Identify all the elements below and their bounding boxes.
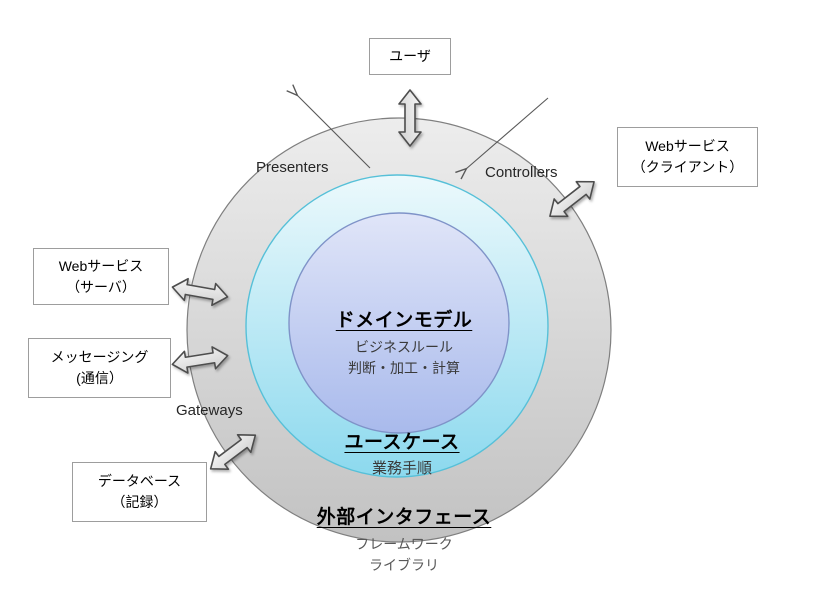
web-service-server-line2: （サーバ） xyxy=(66,278,136,295)
web-service-server-box: Webサービス （サーバ） xyxy=(33,248,169,305)
external-interface-sub1: フレームワーク xyxy=(355,535,453,552)
database-box: データベース （記録） xyxy=(72,462,207,522)
database-line1: データベース xyxy=(97,473,182,489)
presenters-outward-arrow xyxy=(297,95,371,169)
usecase-heading: ユースケース xyxy=(344,432,460,453)
usecase-sub1: 業務手順 xyxy=(371,459,433,477)
domain-model-sub1: ビジネスルール xyxy=(354,338,453,355)
external-interface-caption: 外部インタフェース フレームワーク ライブラリ xyxy=(317,505,492,576)
inner-circle-domain-model xyxy=(288,212,510,434)
usecase-caption: ユースケース 業務手順 xyxy=(344,430,459,479)
domain-model-heading: ドメインモデル xyxy=(335,310,473,331)
web-service-server-line1: Webサービス xyxy=(58,257,144,274)
user-box: ユーザ xyxy=(369,38,451,75)
external-interface-sub2: ライブラリ xyxy=(369,556,439,573)
controllers-inward-arrow xyxy=(466,97,549,169)
presenters-label: Presenters xyxy=(256,159,329,176)
external-interface-heading: 外部インタフェース xyxy=(316,507,492,528)
web-service-client-box: Webサービス （クライアント） xyxy=(617,127,758,187)
domain-model-caption: ドメインモデル ビジネスルール 判断・加工・計算 xyxy=(336,308,473,379)
controllers-label: Controllers xyxy=(485,164,558,181)
web-service-client-line2: （クライアント） xyxy=(631,159,744,175)
messaging-line1: メッセージング xyxy=(50,349,149,365)
domain-model-sub2: 判断・加工・計算 xyxy=(347,359,460,376)
web-service-client-line1: Webサービス xyxy=(645,138,730,154)
messaging-line2: (通信） xyxy=(76,370,123,386)
messaging-box: メッセージング (通信） xyxy=(28,338,171,398)
user-box-label: ユーザ xyxy=(389,48,431,64)
gateways-label: Gateways xyxy=(176,402,243,419)
database-line2: （記録） xyxy=(111,494,168,510)
